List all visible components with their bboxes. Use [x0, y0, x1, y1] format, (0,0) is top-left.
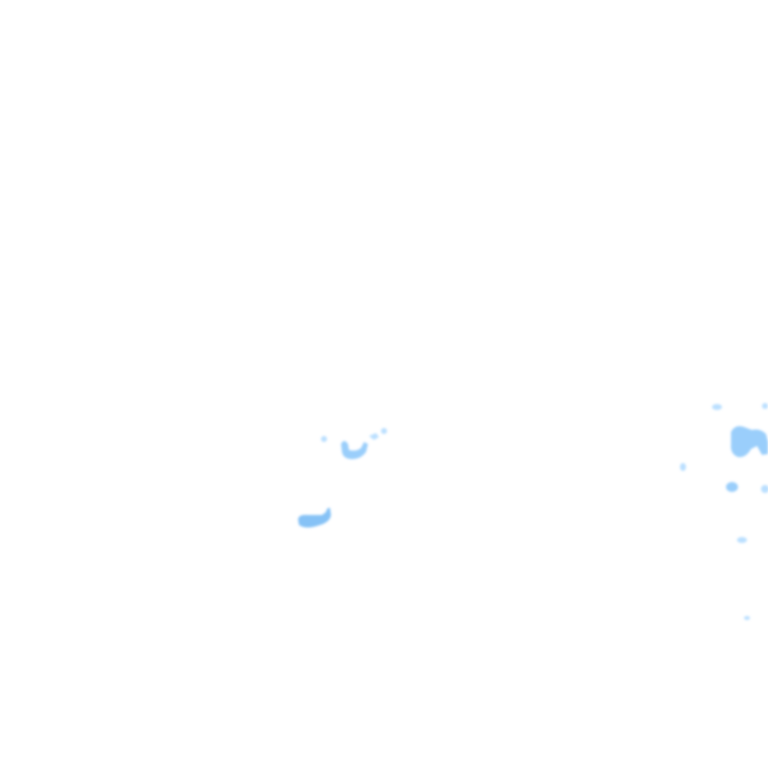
- precip-echo: [726, 482, 738, 492]
- precip-echo: [730, 426, 768, 458]
- precip-echo: [381, 428, 387, 434]
- precip-echo: [298, 507, 331, 528]
- precip-echo: [341, 441, 368, 460]
- precip-echo: [737, 537, 747, 543]
- precip-echo: [321, 436, 327, 442]
- precip-echo: [369, 433, 379, 440]
- precip-echo: [712, 404, 722, 410]
- precip-echo: [744, 616, 750, 620]
- precip-echo: [762, 403, 768, 409]
- precip-echo: [680, 463, 686, 471]
- precip-echo: [761, 485, 768, 493]
